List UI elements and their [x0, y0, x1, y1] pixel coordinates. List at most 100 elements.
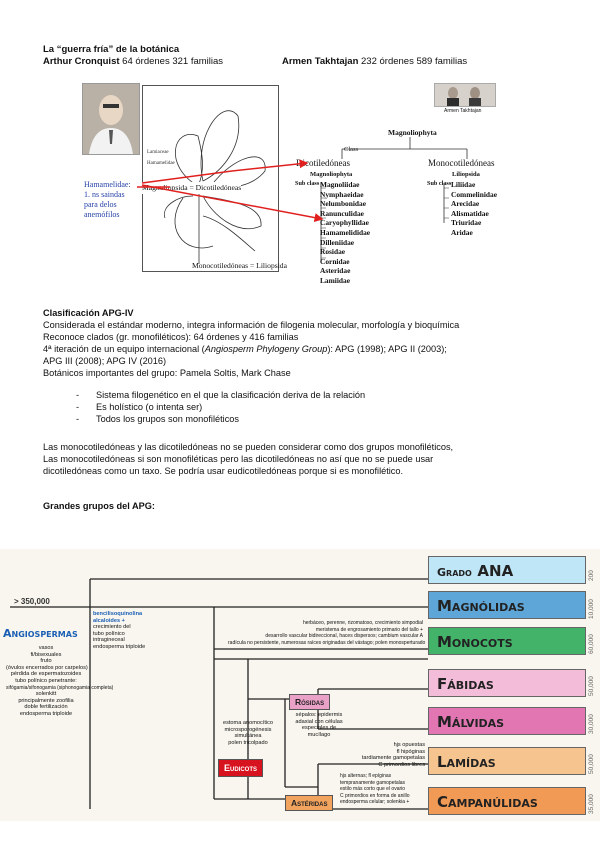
dicot-subclass: Rosidae	[320, 247, 346, 257]
group-lamidas-name: Lamídas	[437, 753, 496, 771]
rosid-traits: sépalos: epidermis adaxial con células e…	[289, 712, 349, 738]
trait: estoma anomocítico	[222, 720, 274, 726]
apg-groups-figure: > 350,000 Angiospermas vasos fi/bisexual…	[0, 549, 600, 821]
trait: desarrollo vascular bidireccional, haces…	[265, 633, 423, 640]
note-line-2: 1. ns saindas	[84, 190, 125, 199]
note-line-4: anemófilos	[84, 210, 120, 219]
monocot-subclass-label: Sub class	[427, 180, 452, 187]
dicot-subclass: Hamamelididae	[320, 227, 371, 237]
trait: principalmente zoofilia	[18, 697, 74, 704]
dicot-subclass-list: Magnoliidae Nymphaeidae Nelumbonidae Ran…	[320, 180, 370, 286]
trait: estilo más corto que el ovario	[340, 786, 406, 793]
dicot-subclass: Nelumbonidae	[320, 199, 366, 209]
dicot-subclass: Lamiidae	[320, 275, 350, 285]
group-campanulidas: Campanúlidas	[428, 787, 586, 815]
trait: fruto	[40, 658, 52, 665]
angio-traits: vasos fi/bisexuales fruto (óvulos encerr…	[6, 645, 113, 718]
group-monocots: Monocots	[428, 627, 586, 655]
cronquist-counts: 64 órdenes 321 familias	[122, 56, 224, 67]
paragraph-line: dicotiledóneas como un taxo. Se podría u…	[43, 466, 404, 476]
group-monocots-name: Monocots	[437, 633, 513, 651]
dicot-subclass: Nymphaeidae	[320, 189, 364, 199]
rosidas-tag: Rósidas	[289, 694, 331, 710]
apg-line-1: Considerada el estándar moderno, integra…	[43, 320, 460, 330]
monocot-traits: herbáceo, perenne, rizomatoso, crecimien…	[228, 620, 425, 646]
group-campanulidas-name: Campanúlidas	[437, 793, 538, 811]
cronquist-name: Arthur Cronquist	[43, 56, 120, 67]
trait: adaxial con células	[295, 718, 343, 725]
trait: sépalos: epidermis	[295, 712, 343, 718]
trait: doble fertilización	[24, 704, 68, 711]
trait: tubo polínico	[93, 630, 125, 637]
trait: especiales de	[301, 725, 337, 732]
monocot-sub: Liliopsida	[452, 171, 480, 178]
trait: herbáceo, perenne, rizomatoso, crecimien…	[302, 620, 423, 626]
page-title: La “guerra fría” de la botánica	[43, 44, 180, 55]
group-magnolidas: Magnólidas	[428, 591, 586, 619]
trait: microsporogénesis	[224, 726, 272, 733]
eudicots-tag: Eudicots	[218, 759, 264, 777]
species-count: > 350,000	[14, 597, 50, 606]
class-label: Class	[344, 146, 359, 153]
trait: solenkitt	[35, 691, 57, 698]
trait: vasos	[38, 645, 54, 651]
apg-line-3b: ): APG (1998); APG II (2003);	[327, 344, 447, 354]
dicot-subclass: Magnoliidae	[320, 180, 360, 189]
trait: bencilisoquinolina	[93, 611, 143, 617]
note-line-1: Hamamelidae:	[84, 180, 131, 189]
monocot-subclass: Triuridae	[451, 218, 482, 228]
takhtajan-name: Armen Takhtajan	[282, 56, 359, 67]
group-count: 60,000	[588, 634, 595, 654]
takhtajan-counts: 232 órdenes 589 familias	[361, 56, 468, 67]
group-count: 50,000	[588, 754, 595, 774]
trait: C primordios en forma de anillo	[340, 792, 410, 799]
cronquist-takhtajan-figure: Lamiaceae Hamamelidae Hamamelidae: 1. ns…	[82, 83, 502, 285]
trait: C primordios libres	[378, 761, 425, 768]
apg-tree-lines	[10, 578, 428, 810]
apg-bullets: Sistema filogenético en el que la clasif…	[72, 389, 365, 425]
trait: endosperma triploide	[19, 710, 73, 717]
trait: pérdida de espermatozoides	[10, 671, 82, 678]
apg-line-5: Botánicos importantes del grupo: Pamela …	[43, 368, 291, 378]
monocot-subclass-list: Liliidae Commelinidae Arecidae Alismatid…	[451, 180, 497, 238]
group-count: 35,000	[588, 794, 595, 814]
monocot-title: Monocotiledóneas	[428, 158, 495, 168]
magnoliopsida-label: Magnoliopsida = Dicotiledóneas	[142, 182, 242, 194]
dicot-title: Dicotiledóneas	[296, 158, 350, 168]
sketch-label-1: Lamiaceae	[147, 150, 169, 155]
apg-line-3: 4ª iteración de un equipo internacional …	[43, 343, 447, 355]
dicot-subclass: Caryophyllidae	[320, 218, 369, 228]
trait: endosperma celular; solenkia +	[340, 799, 410, 806]
trait: tubo polínico penetrante:	[15, 677, 77, 684]
apg-line-2: Reconoce clados (gr. monofiléticos): 64 …	[43, 332, 299, 342]
cronquist-sketch	[142, 85, 279, 272]
hamamelidae-note: Hamamelidae: 1. ns saindas para delos an…	[84, 180, 131, 220]
dicot-subclass: Cornidae	[320, 256, 350, 266]
trait: meristema de engrosamiento primario del …	[315, 626, 423, 633]
apg-subtitle: Grandes grupos del APG:	[43, 501, 155, 511]
group-count: 10,000	[588, 599, 595, 619]
node1-traits: bencilisoquinolina alcaloides + crecimie…	[93, 611, 211, 651]
trait: hjs opuestas	[393, 742, 425, 748]
trait: crecimiento del	[93, 624, 131, 631]
monocot-label: Monocotiledóneas = Liliopsida	[192, 261, 287, 270]
takhtajan-photo	[434, 83, 496, 107]
group-count: 200	[588, 570, 595, 581]
bullet-item: Sistema filogenético en el que la clasif…	[72, 389, 365, 401]
sketch-node-labels: Lamiaceae Hamamelidae	[147, 150, 175, 167]
takhtajan-caption: Armen Takhtajan	[444, 108, 482, 114]
dicot-subclass: Ranunculidae	[320, 208, 364, 218]
group-malvidas-name: Málvidas	[437, 713, 505, 731]
takhtajan-tree-lines	[320, 137, 468, 263]
dicot-subclass: Asteridae	[320, 266, 351, 276]
authors-line: Arthur Cronquist 64 órdenes 321 familias	[43, 56, 223, 68]
paragraph-line: Las monocotiledóneas y las dicotiledónea…	[43, 442, 454, 452]
cronquist-photo	[82, 83, 140, 155]
tree-root: Magnoliophyta	[388, 128, 437, 137]
group-ana: Grado ANA	[428, 556, 586, 584]
apg-line-3a: 4ª iteración de un equipo internacional …	[43, 344, 205, 354]
trait: fl hipóginas	[396, 748, 425, 755]
trait: endosperma triploide	[93, 643, 146, 650]
trait: mucílago	[307, 731, 331, 738]
group-malvidas: Málvidas	[428, 707, 586, 735]
